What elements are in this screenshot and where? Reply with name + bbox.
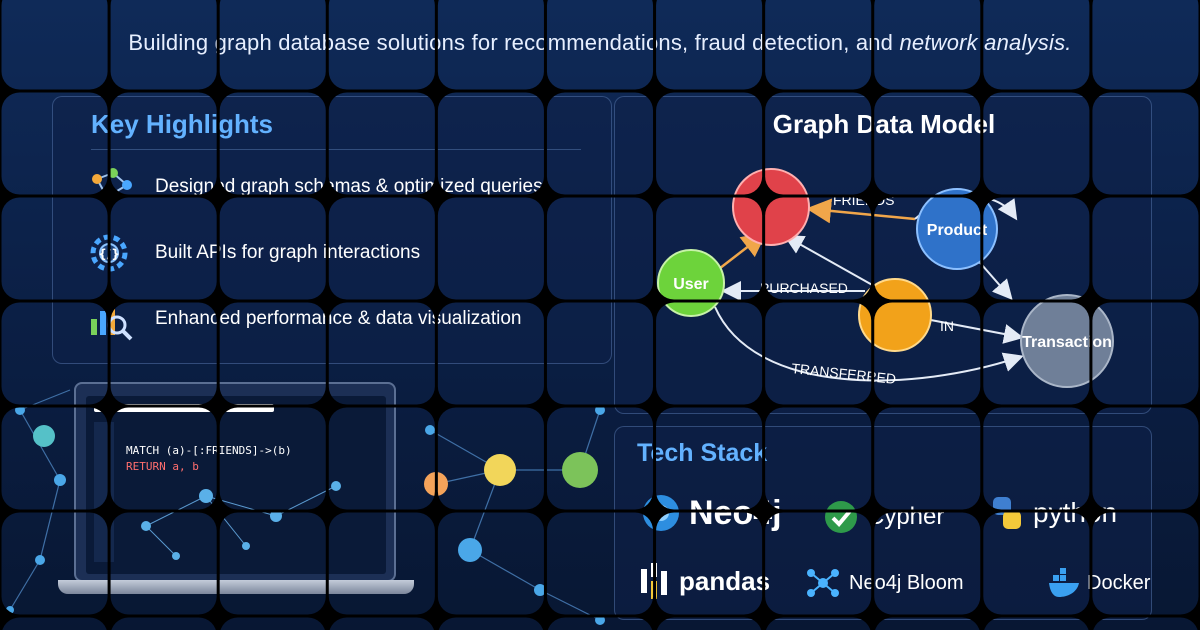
neo4j-bloom-icon <box>807 569 839 597</box>
highlight-label: Built APIs for graph interactions <box>155 242 421 263</box>
neo4j-icon <box>643 495 679 531</box>
highlight-label: Designed graph schemas & optimized queri… <box>155 176 543 197</box>
tech-label: Docker <box>1087 571 1151 594</box>
api-gear-icon: {/} <box>90 234 128 272</box>
highlight-item: Enhanced performance & data visualizatio… <box>87 297 607 341</box>
tech-label: Neo4j Bloom <box>849 571 964 594</box>
editor-graph-visual <box>141 481 341 560</box>
graph-node-product-label: Product <box>927 222 988 239</box>
svg-text:{/}: {/} <box>98 247 119 261</box>
docker-icon <box>1049 568 1079 597</box>
pandas-icon <box>641 563 667 599</box>
highlight-label: Enhanced performance & data visualizatio… <box>155 308 522 329</box>
tech-item-docker: Docker <box>1047 567 1150 599</box>
tech-label: Cypher <box>867 503 945 530</box>
key-highlights-title: Key Highlights <box>91 109 274 139</box>
python-icon <box>993 497 1021 529</box>
graph-data-model-panel: Graph Data Model FRIENDS PURCHASED <box>614 96 1152 414</box>
tech-item-neo4j-bloom: Neo4j Bloom <box>803 563 964 603</box>
edge-label-transferred: TRANSFERRED <box>791 360 897 387</box>
edge-line <box>974 256 1013 301</box>
laptop-illustration: MATCH (a)-[:FRIENDS]->(b) RETURN a, b <box>0 370 614 630</box>
tagline: Building graph database solutions for re… <box>0 30 1200 56</box>
highlight-item: {/} Built APIs for graph interactions <box>87 231 607 275</box>
edge-label-purchased: PURCHASED <box>760 280 848 296</box>
graph-diagram: FRIENDS PURCHASED IN TRANSFERRED Product… <box>657 168 1114 388</box>
chart-magnifier-icon <box>91 303 133 341</box>
tech-item-pandas: pandas <box>637 561 770 601</box>
tech-stack-panel: Tech Stack Neo4j Cypher python <box>614 426 1152 620</box>
graph-node-user-label: User <box>673 276 709 293</box>
laptop-base <box>58 580 414 594</box>
key-highlights-panel: Key Highlights Designed graph schemas & … <box>52 96 612 364</box>
graph-node-red <box>732 168 810 246</box>
tech-label: pandas <box>679 565 771 596</box>
edge-label-friends: FRIENDS <box>833 192 894 208</box>
tagline-text: Building graph database solutions for re… <box>128 30 900 55</box>
highlight-item: Designed graph schemas & optimized queri… <box>87 165 607 209</box>
tech-item-python: python <box>987 493 1117 533</box>
tech-item-cypher: Cypher <box>821 497 944 537</box>
tagline-emphasis: network analysis. <box>899 30 1072 55</box>
graph-node-transaction-label: Transaction <box>1022 334 1112 351</box>
graph-schema-icon <box>92 168 132 202</box>
edge-label-in: IN <box>940 318 954 334</box>
divider <box>91 149 581 150</box>
edge-friends-line <box>806 198 916 224</box>
tech-label: Neo4j <box>689 493 782 532</box>
tech-item-neo4j: Neo4j <box>639 491 782 535</box>
code-editor: MATCH (a)-[:FRIENDS]->(b) RETURN a, b <box>86 396 386 574</box>
tech-label: python <box>1033 497 1118 528</box>
laptop-screen: MATCH (a)-[:FRIENDS]->(b) RETURN a, b <box>74 382 396 582</box>
graph-node-orange <box>858 278 932 352</box>
tech-stack-title: Tech Stack <box>637 439 768 467</box>
cypher-icon <box>825 501 857 533</box>
